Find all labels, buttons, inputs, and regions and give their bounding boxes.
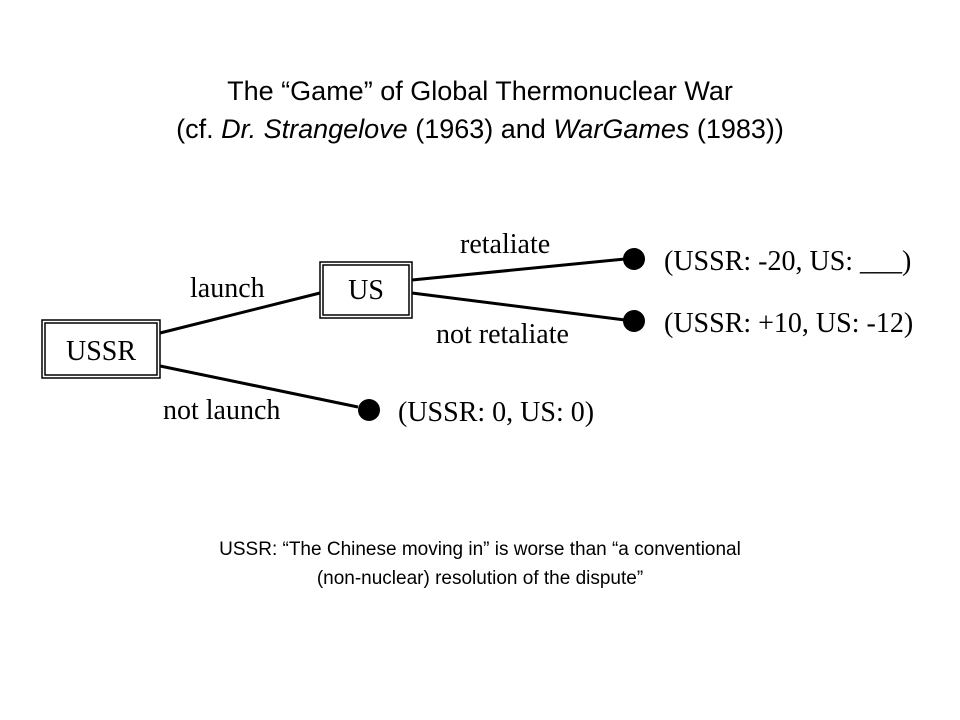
terminal-node-retaliate (623, 248, 645, 270)
edge-label-launch: launch (190, 273, 265, 304)
title-line-2-suffix: (1983)) (689, 114, 784, 144)
node-ussr-inner-box (44, 322, 158, 376)
edge-label-not-launch: not launch (163, 395, 280, 426)
terminal-node-not-launch (358, 399, 380, 421)
payoff-retaliate: (USSR: -20, US: ___) (664, 246, 911, 277)
node-ussr-box (41, 319, 161, 379)
film-title-dr-strangelove: Dr. Strangelove (221, 114, 408, 144)
edge-label-not-retaliate: not retaliate (436, 319, 569, 350)
footnote-line-1: USSR: “The Chinese moving in” is worse t… (219, 539, 741, 560)
terminal-node-not-retaliate (623, 310, 645, 332)
payoff-not-retaliate: (USSR: +10, US: -12) (664, 308, 913, 339)
node-us-label: US (348, 275, 384, 306)
node-us-inner-box (322, 264, 410, 316)
edge-label-retaliate: retaliate (460, 229, 550, 260)
footnote: USSR: “The Chinese moving in” is worse t… (0, 535, 960, 593)
edge-not-launch (159, 364, 359, 409)
title-line-1: The “Game” of Global Thermonuclear War (227, 76, 733, 106)
title-line-2-middle: (1963) and (407, 114, 554, 144)
film-title-wargames: WarGames (553, 114, 690, 144)
edge-retaliate (411, 257, 626, 282)
edge-launch (159, 291, 321, 335)
payoff-not-launch: (USSR: 0, US: 0) (398, 397, 594, 428)
node-us-box (319, 261, 413, 319)
title-line-2: (cf. Dr. Strangelove (1963) and WarGames… (0, 110, 960, 148)
title-line-2-prefix: (cf. (176, 114, 222, 144)
node-ussr: USSR (41, 319, 161, 379)
node-us: US (319, 261, 413, 319)
footnote-line-2: (non-nuclear) resolution of the dispute” (316, 568, 644, 589)
node-ussr-label: USSR (66, 336, 136, 367)
slide-title: The “Game” of Global Thermonuclear War (… (0, 72, 960, 148)
edge-not-retaliate (411, 291, 626, 322)
